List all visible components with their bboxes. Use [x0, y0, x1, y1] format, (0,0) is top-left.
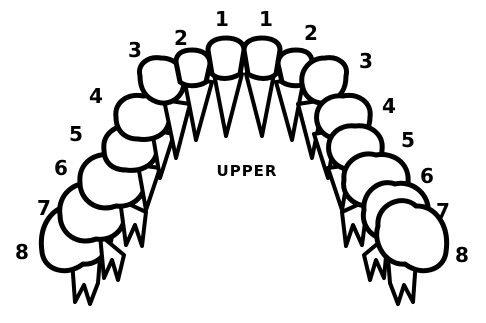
right-number-1: 1: [259, 7, 273, 31]
left-number-7: 7: [37, 196, 51, 220]
right-number-3: 3: [359, 49, 373, 73]
left-number-8: 8: [15, 240, 29, 264]
left-number-2: 2: [174, 26, 188, 50]
right-number-6: 6: [420, 164, 434, 188]
left-tooth-1: [208, 38, 244, 136]
right-number-4: 4: [382, 94, 396, 118]
right-number-5: 5: [401, 128, 415, 152]
left-number-3: 3: [128, 38, 142, 62]
left-number-4: 4: [89, 84, 103, 108]
left-teeth-group: [41, 38, 244, 304]
left-number-5: 5: [69, 122, 83, 146]
right-number-8: 8: [455, 243, 469, 267]
right-number-7: 7: [436, 199, 450, 223]
right-number-2: 2: [304, 21, 318, 45]
right-tooth-1: [244, 38, 280, 136]
arch-label: UPPER: [217, 162, 278, 180]
left-number-6: 6: [54, 156, 68, 180]
left-number-1: 1: [215, 7, 229, 31]
